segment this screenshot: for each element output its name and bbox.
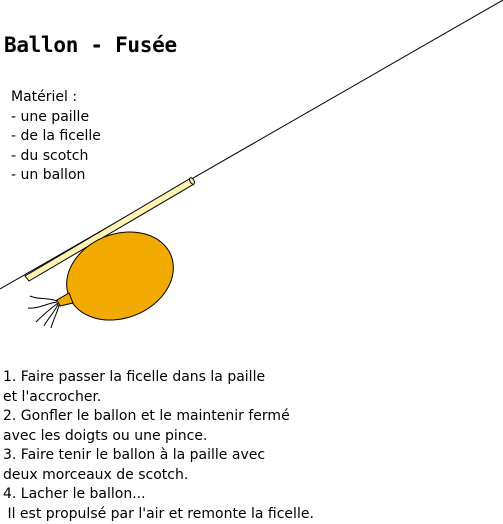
material-item: - de la ficelle (11, 127, 101, 147)
instruction-line: 1. Faire passer la ficelle dans la paill… (3, 368, 314, 388)
instruction-line: deux morceaux de scotch. (3, 466, 314, 486)
instruction-line: Il est propulsé par l'air et remonte la … (3, 505, 314, 524)
instruction-line: avec les doigts ou une pince. (3, 427, 314, 447)
material-item: - un ballon (11, 166, 101, 186)
instructions: 1. Faire passer la ficelle dans la paill… (3, 368, 314, 524)
materials-heading: Matériel : (11, 88, 101, 108)
instruction-line: 2. Gonfler le ballon et le maintenir fer… (3, 407, 314, 427)
material-item: - du scotch (11, 147, 101, 167)
materials-list: Matériel : - une paille - de la ficelle … (11, 88, 101, 186)
page-title: Ballon - Fusée (4, 33, 177, 57)
instruction-line: 3. Faire tenir le ballon à la paille ave… (3, 446, 314, 466)
material-item: - une paille (11, 108, 101, 128)
instruction-line: 4. Lacher le ballon... (3, 485, 314, 505)
instruction-line: et l'accrocher. (3, 388, 314, 408)
